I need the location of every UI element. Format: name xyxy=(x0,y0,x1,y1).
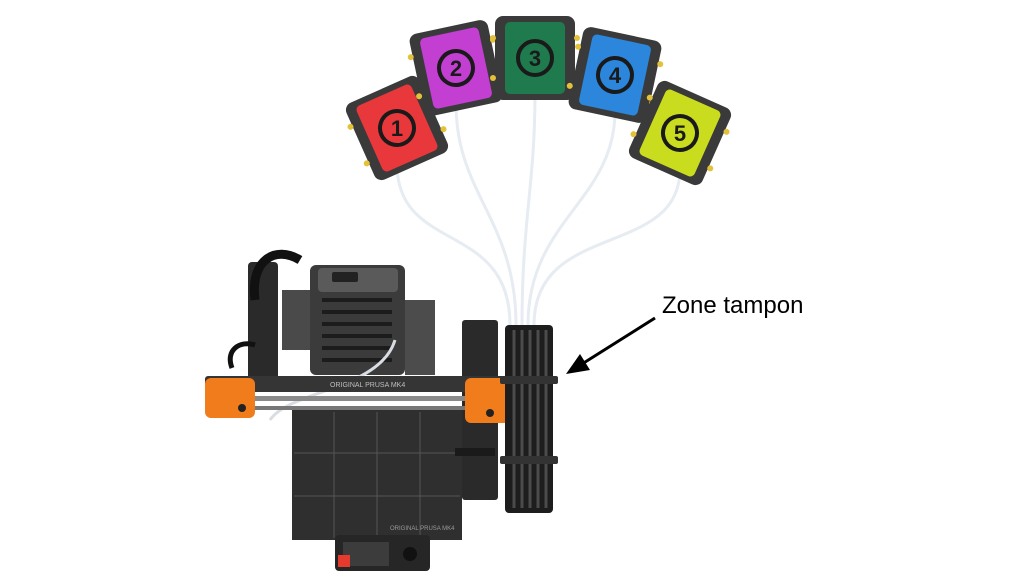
bearing-2-1 xyxy=(407,54,414,61)
extruder-fan-grill xyxy=(332,272,358,282)
spool-number-3: 3 xyxy=(529,46,541,71)
spool-4: 4 xyxy=(566,27,664,123)
bearing-1-1 xyxy=(347,123,354,130)
bearing-5-1 xyxy=(646,94,653,101)
bearing-5-3 xyxy=(723,128,730,135)
bearing-3-3 xyxy=(574,35,580,41)
bracket-screw-left xyxy=(238,404,246,412)
spool-number-badge-2 xyxy=(437,49,475,87)
display-screen xyxy=(343,542,389,566)
bearing-5-2 xyxy=(630,131,637,138)
filament-tube-2 xyxy=(454,102,518,327)
filament-tube-4 xyxy=(526,109,617,327)
bearing-3-2 xyxy=(490,75,496,81)
bed-grid xyxy=(294,412,460,538)
filament-tubes xyxy=(395,92,682,327)
printer: ORIGINAL PRUSA MK4 ORIGINAL PRUSA MK4 xyxy=(205,249,510,571)
spool-number-1: 1 xyxy=(391,116,403,141)
callout-arrow xyxy=(566,316,656,374)
spool-2: 2 xyxy=(407,20,505,116)
spool-number-badge-4 xyxy=(596,56,634,94)
cable-bundle xyxy=(249,249,303,301)
buffer-unit xyxy=(500,325,558,513)
bearing-5-4 xyxy=(707,165,714,172)
bed-clip xyxy=(455,448,495,456)
zone-tampon-label: Zone tampon xyxy=(662,292,804,319)
spool-3: 3 xyxy=(490,16,580,100)
x-rail-2 xyxy=(220,406,490,410)
printer-brand-sheet: ORIGINAL PRUSA MK4 xyxy=(390,526,455,532)
bracket-screw-right xyxy=(486,409,494,417)
spool-group: 1 2 3 4 5 xyxy=(345,16,732,186)
spool-number-badge-5 xyxy=(661,114,699,152)
extruder-fins xyxy=(322,298,392,362)
bearing-1-4 xyxy=(440,126,447,133)
spool-number-5: 5 xyxy=(674,121,686,146)
display-badge xyxy=(338,555,350,567)
bearing-4-2 xyxy=(566,82,573,89)
bearing-1-2 xyxy=(363,160,370,167)
spool-number-2: 2 xyxy=(450,56,462,81)
orange-bracket-right xyxy=(465,378,510,423)
cable-bundle-2 xyxy=(227,341,256,369)
filament-tube-3 xyxy=(520,92,537,327)
filament-tube-1 xyxy=(395,162,512,327)
spool-number-badge-3 xyxy=(516,39,554,77)
x-rail xyxy=(220,396,490,401)
spool-5: 5 xyxy=(628,80,732,186)
z-motor xyxy=(405,300,435,375)
printer-brand-rail: ORIGINAL PRUSA MK4 xyxy=(330,382,405,389)
buffer-strap-top xyxy=(500,376,558,384)
spool-number-badge-1 xyxy=(378,109,416,147)
buffer-slots xyxy=(512,330,548,508)
filament-tube-5 xyxy=(532,167,682,327)
bearing-3-1 xyxy=(490,35,496,41)
buffer-strap-bottom xyxy=(500,456,558,464)
orange-bracket-left xyxy=(205,378,255,418)
bearing-4-1 xyxy=(575,43,582,50)
spool-number-4: 4 xyxy=(609,63,622,88)
x-gantry xyxy=(205,376,505,392)
bearing-2-2 xyxy=(416,93,423,100)
bearing-4-3 xyxy=(657,61,664,68)
control-knob xyxy=(403,547,417,561)
